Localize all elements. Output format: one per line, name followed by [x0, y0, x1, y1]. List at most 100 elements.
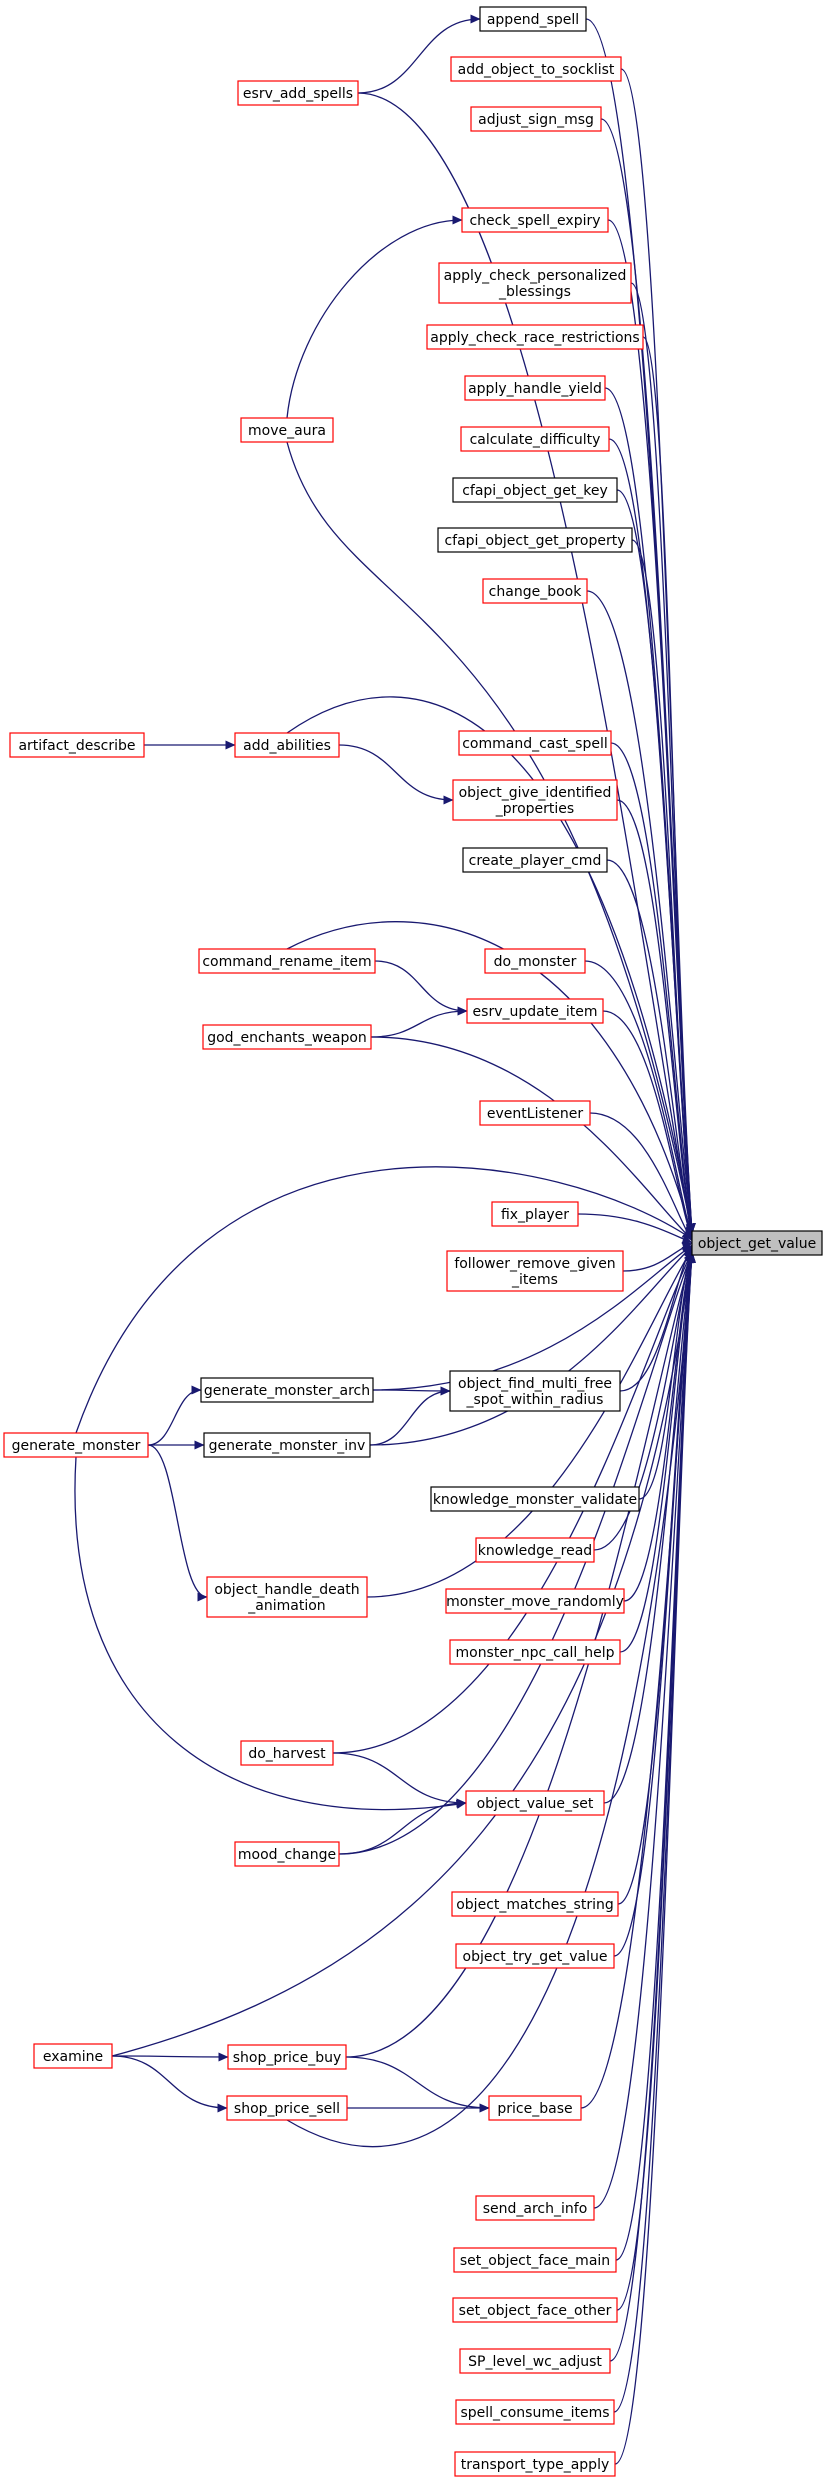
- node-label: monster_move_randomly: [446, 1594, 624, 1610]
- node-set_object_face_main[interactable]: set_object_face_main: [453, 2247, 617, 2273]
- edge-create_player_cmd-to-object_get_value: [606, 859, 695, 1238]
- edge-move_aura-to-check_spell_expiry: [286, 215, 463, 419]
- node-object_find_multi_free_spot_within_radius[interactable]: object_find_multi_free_spot_within_radiu…: [449, 1370, 621, 1412]
- node-mood_change[interactable]: mood_change: [234, 1841, 340, 1867]
- node-object_matches_string[interactable]: object_matches_string: [451, 1891, 619, 1917]
- node-do_monster[interactable]: do_monster: [484, 948, 586, 974]
- edge-command_rename_item-to-esrv_update_item: [374, 960, 468, 1016]
- node-god_enchants_weapon[interactable]: god_enchants_weapon: [202, 1024, 372, 1050]
- node-apply_handle_yield[interactable]: apply_handle_yield: [464, 375, 606, 401]
- node-box: [691, 1230, 823, 1256]
- node-command_cast_spell[interactable]: command_cast_spell: [458, 730, 612, 756]
- edge-generate_monster_arch-to-object_get_value: [372, 1244, 693, 1391]
- node-generate_monster_arch[interactable]: generate_monster_arch: [200, 1377, 374, 1403]
- node-apply_check_personalized_blessings[interactable]: apply_check_personalized_blessings: [438, 262, 632, 304]
- node-box: [466, 998, 604, 1024]
- node-label: change_book: [489, 584, 583, 600]
- node-artifact_describe[interactable]: artifact_describe: [9, 732, 145, 758]
- node-label: _items: [511, 1272, 558, 1288]
- node-label: monster_npc_call_help: [455, 1645, 614, 1661]
- node-box: [491, 1201, 579, 1227]
- node-box: [200, 1377, 374, 1403]
- node-box: [437, 527, 633, 553]
- node-label: SP_level_wc_adjust: [468, 2354, 602, 2370]
- node-knowledge_monster_validate[interactable]: knowledge_monster_validate: [430, 1486, 640, 1512]
- node-append_spell[interactable]: append_spell: [479, 6, 587, 32]
- node-label: _spot_within_radius: [466, 1392, 604, 1408]
- node-shop_price_buy[interactable]: shop_price_buy: [227, 2044, 347, 2070]
- node-box: [482, 578, 588, 604]
- node-box: [449, 1370, 621, 1412]
- node-create_player_cmd[interactable]: create_player_cmd: [462, 847, 608, 873]
- node-label: follower_remove_given: [454, 1256, 615, 1272]
- node-label: apply_check_race_restrictions: [430, 330, 639, 346]
- edge-shop_price_sell-to-object_get_value: [286, 1251, 696, 2148]
- node-object_give_identified_properties[interactable]: object_give_identified_properties: [452, 779, 618, 821]
- node-adjust_sign_msg[interactable]: adjust_sign_msg: [470, 106, 602, 132]
- node-label: command_rename_item: [202, 954, 371, 970]
- node-spell_consume_items[interactable]: spell_consume_items: [455, 2399, 615, 2425]
- node-object_handle_death_animation[interactable]: object_handle_death_animation: [206, 1576, 368, 1618]
- node-label: do_harvest: [248, 1746, 326, 1762]
- node-box: [240, 417, 334, 443]
- edge-append_spell-to-object_get_value: [585, 18, 696, 1234]
- node-label: object_value_set: [477, 1796, 594, 1812]
- edge-set_object_face_other-to-object_get_value: [616, 1252, 696, 2311]
- node-move_aura[interactable]: move_aura: [240, 417, 334, 443]
- node-box: [453, 2247, 617, 2273]
- node-monster_move_randomly[interactable]: monster_move_randomly: [445, 1588, 625, 1614]
- node-cfapi_object_get_property[interactable]: cfapi_object_get_property: [437, 527, 633, 553]
- node-SP_level_wc_adjust[interactable]: SP_level_wc_adjust: [459, 2348, 611, 2374]
- node-calculate_difficulty[interactable]: calculate_difficulty: [460, 426, 610, 452]
- node-label: fix_player: [501, 1207, 569, 1223]
- node-box: [465, 1790, 605, 1816]
- node-label: knowledge_read: [478, 1543, 592, 1559]
- node-generate_monster[interactable]: generate_monster: [3, 1432, 149, 1458]
- node-check_spell_expiry[interactable]: check_spell_expiry: [461, 207, 609, 233]
- node-examine[interactable]: examine: [33, 2043, 113, 2069]
- node-send_arch_info[interactable]: send_arch_info: [475, 2195, 595, 2221]
- node-label: apply_handle_yield: [468, 381, 602, 397]
- edge-examine-to-shop_price_sell: [111, 2055, 228, 2113]
- node-label: calculate_difficulty: [470, 432, 601, 448]
- node-box: [430, 1486, 640, 1512]
- node-box: [426, 324, 644, 350]
- edge-send_arch_info-to-object_get_value: [593, 1252, 696, 2209]
- edge-add_abilities-to-object_give_identified_properties: [338, 744, 454, 805]
- edge-god_enchants_weapon-to-esrv_update_item: [370, 1006, 468, 1038]
- node-change_book[interactable]: change_book: [482, 578, 588, 604]
- edge-eventListener-to-object_get_value: [589, 1112, 693, 1242]
- node-fix_player[interactable]: fix_player: [491, 1201, 579, 1227]
- node-knowledge_read[interactable]: knowledge_read: [475, 1537, 595, 1563]
- node-price_base[interactable]: price_base: [488, 2095, 582, 2121]
- node-esrv_update_item[interactable]: esrv_update_item: [466, 998, 604, 1024]
- node-cfapi_object_get_key[interactable]: cfapi_object_get_key: [452, 477, 618, 503]
- node-add_abilities[interactable]: add_abilities: [234, 732, 340, 758]
- node-set_object_face_other[interactable]: set_object_face_other: [452, 2297, 618, 2323]
- node-box: [488, 2095, 582, 2121]
- node-object_try_get_value[interactable]: object_try_get_value: [455, 1943, 615, 1969]
- node-add_object_to_socklist[interactable]: add_object_to_socklist: [450, 56, 622, 82]
- node-command_rename_item[interactable]: command_rename_item: [198, 948, 376, 974]
- node-apply_check_race_restrictions[interactable]: apply_check_race_restrictions: [426, 324, 644, 350]
- node-label: shop_price_sell: [234, 2101, 340, 2117]
- node-shop_price_sell[interactable]: shop_price_sell: [226, 2095, 348, 2121]
- node-eventListener[interactable]: eventListener: [479, 1100, 591, 1126]
- node-do_harvest[interactable]: do_harvest: [240, 1740, 334, 1766]
- node-box: [452, 2297, 618, 2323]
- node-esrv_add_spells[interactable]: esrv_add_spells: [237, 80, 359, 106]
- node-transport_type_apply[interactable]: transport_type_apply: [454, 2451, 616, 2477]
- node-generate_monster_inv[interactable]: generate_monster_inv: [203, 1432, 371, 1458]
- node-label: artifact_describe: [18, 738, 135, 754]
- node-box: [479, 1100, 591, 1126]
- node-monster_npc_call_help[interactable]: monster_npc_call_help: [449, 1639, 621, 1665]
- node-box: [455, 2399, 615, 2425]
- node-follower_remove_given_items[interactable]: follower_remove_given_items: [446, 1250, 624, 1292]
- edge-do_monster-to-object_get_value: [584, 960, 694, 1239]
- node-label: set_object_face_other: [459, 2303, 612, 2319]
- node-box: [227, 2044, 347, 2070]
- node-object_value_set[interactable]: object_value_set: [465, 1790, 605, 1816]
- edge-generate_monster-to-generate_monster_arch: [147, 1385, 202, 1446]
- node-box: [484, 948, 586, 974]
